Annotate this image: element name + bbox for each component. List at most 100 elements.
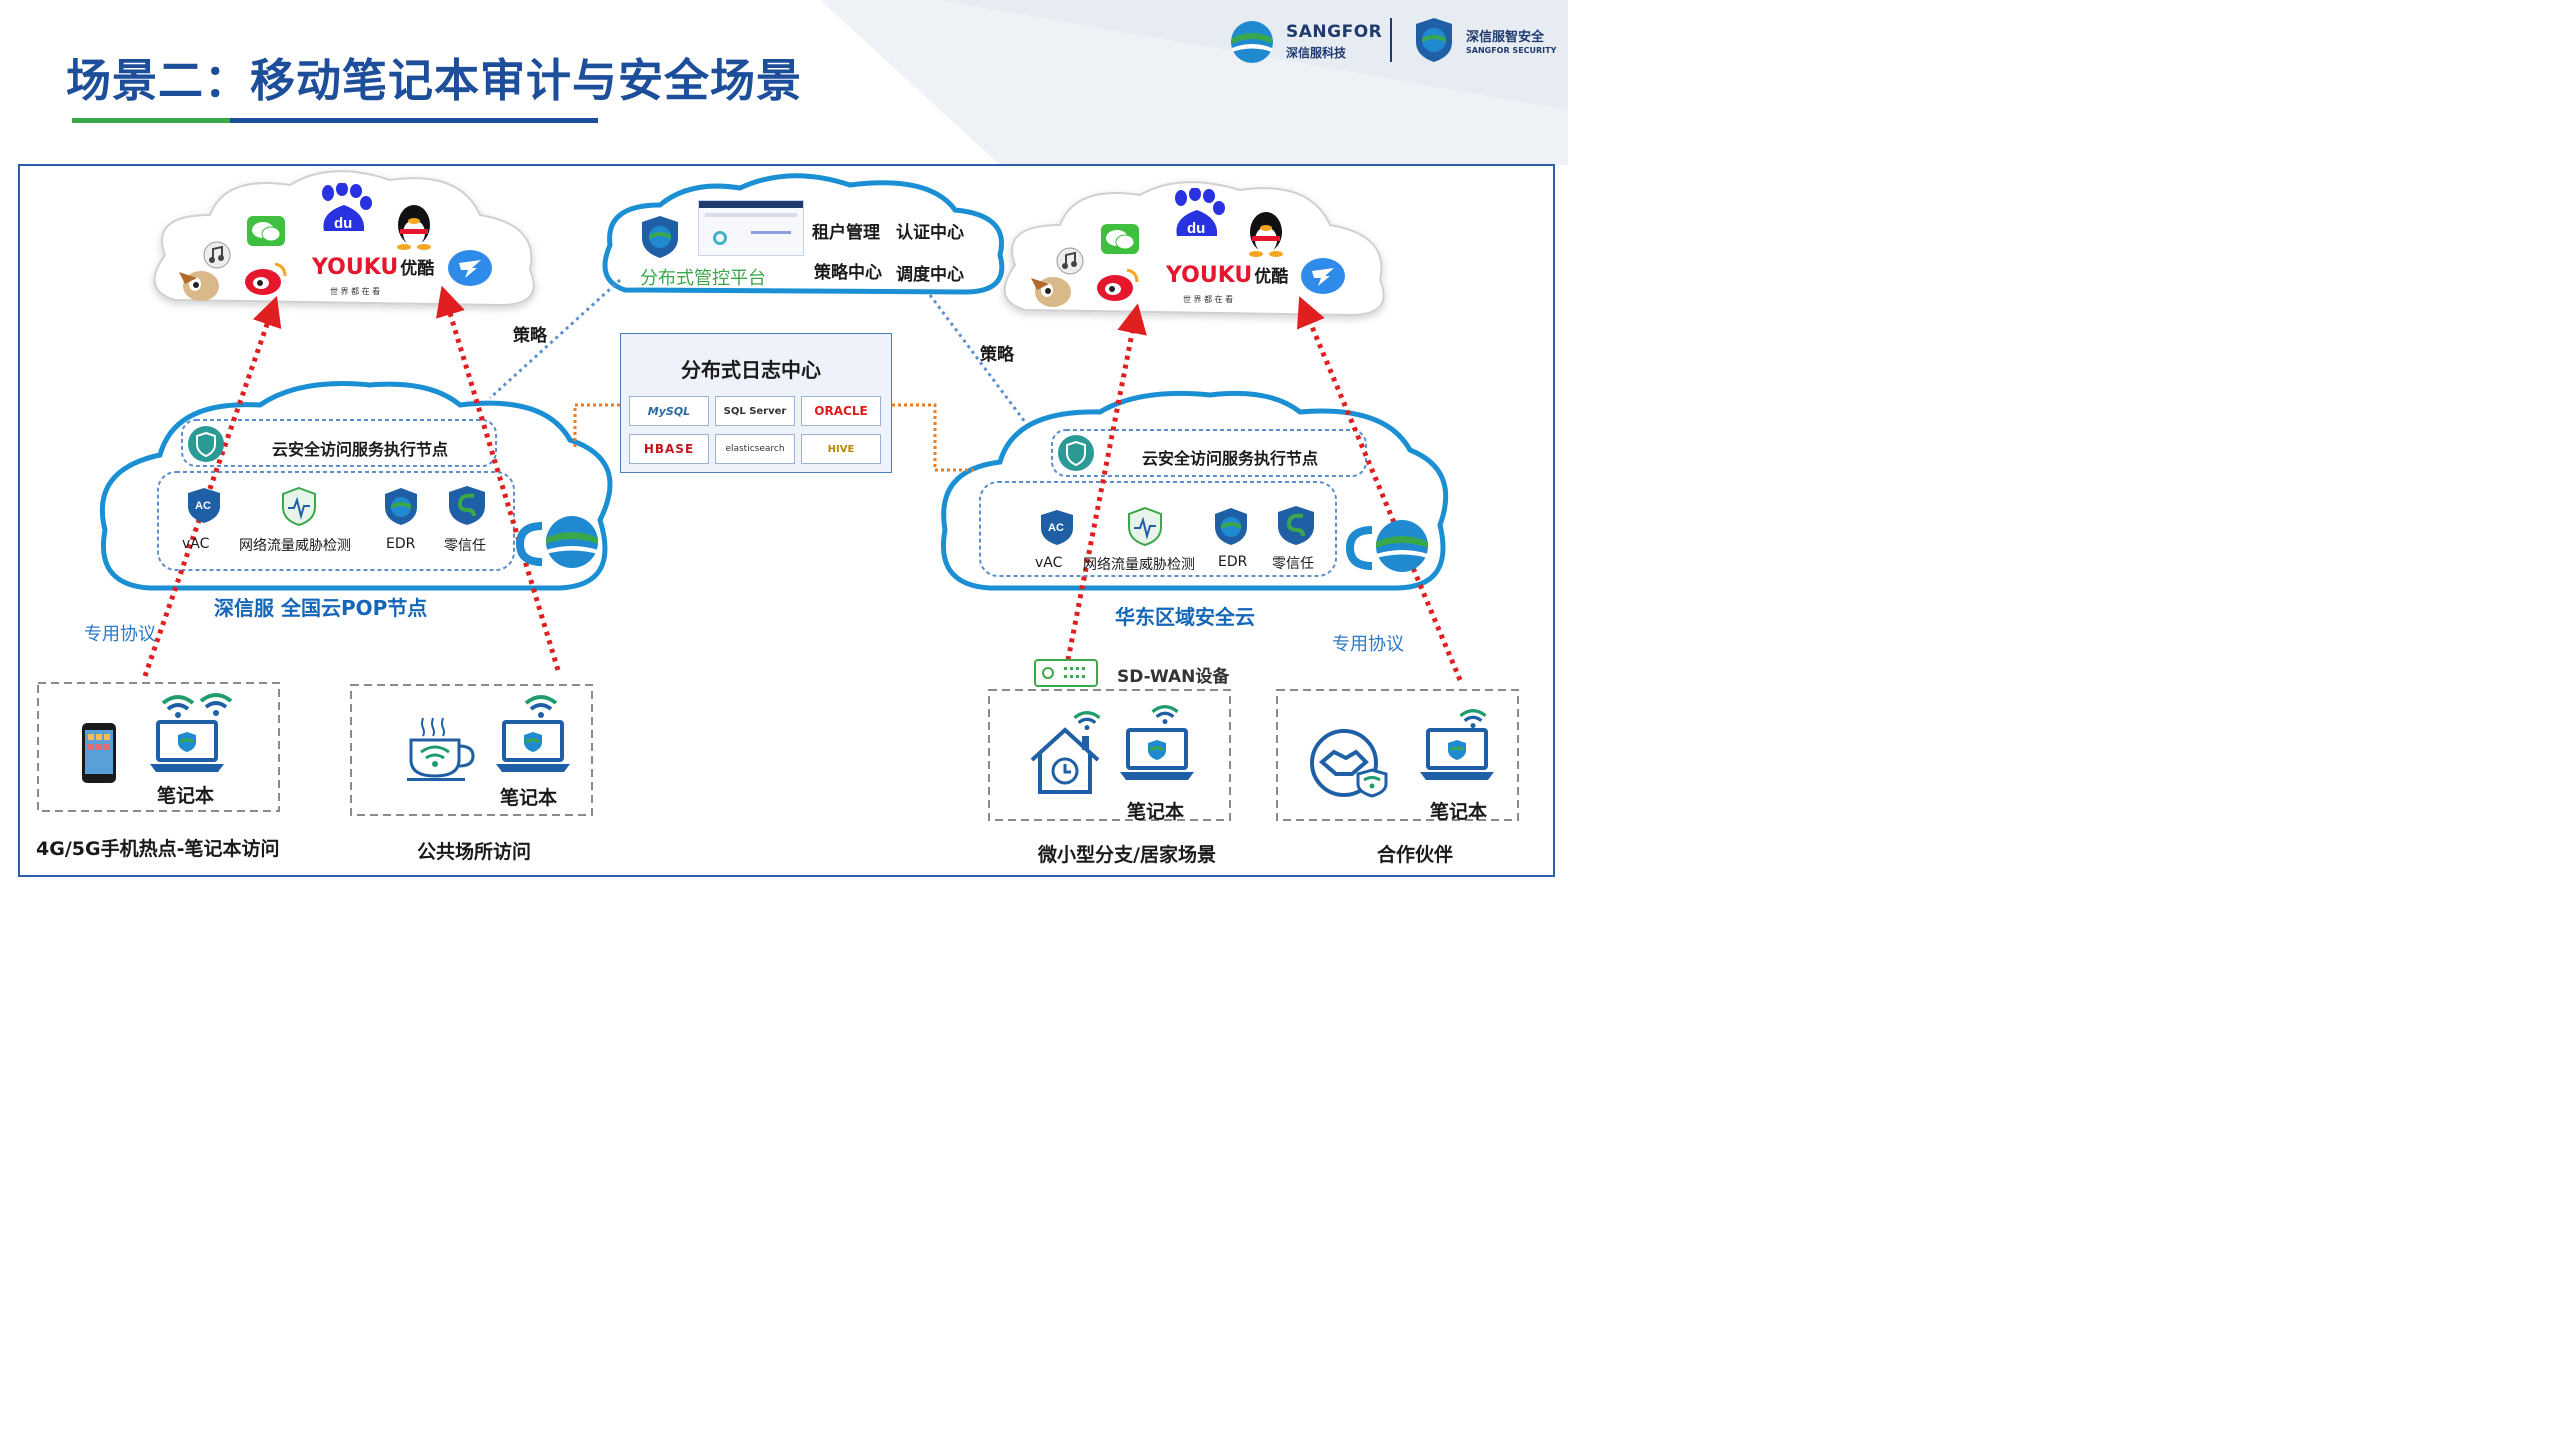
baidu-text: du (334, 215, 352, 232)
left-feature-traffic: 网络流量威胁检测 (239, 538, 351, 554)
vac-icon: AC (1041, 510, 1073, 545)
laptop-icon (496, 720, 570, 772)
dingtalk-icon (448, 250, 492, 286)
log-center-title: 分布式日志中心 (681, 358, 821, 382)
zero-trust-icon (449, 486, 485, 525)
laptop-icon (1120, 728, 1194, 780)
db-elasticsearch: elasticsearch (715, 434, 795, 464)
scene-branch-label: 微小型分支/居家场景 (1038, 844, 1216, 866)
left-feature-vac: vAC (182, 536, 210, 552)
youku-slogan: 世 界 都 在 看 (330, 287, 381, 296)
arrow-hotspot (142, 295, 282, 677)
wechat-icon (247, 216, 285, 246)
wifi-icon (1073, 711, 1101, 731)
youku-cn-text: 优酷 (400, 259, 435, 279)
edr-icon (1215, 508, 1247, 545)
music-icon (203, 241, 231, 269)
logo-divider (1390, 18, 1392, 62)
sangfor-cn-name: 深信服科技 (1286, 46, 1347, 60)
vac-badge-text: AC (195, 500, 211, 512)
right-feature-traffic: 网络流量威胁检测 (1083, 557, 1195, 573)
left-pop-name: 深信服 全国云POP节点 (214, 596, 428, 620)
right-feature-zero-trust: 零信任 (1272, 556, 1314, 572)
mgmt-item-auth: 认证中心 (896, 223, 964, 243)
weibo-icon (245, 262, 287, 295)
wifi-icon (1151, 705, 1179, 725)
smartphone-icon (82, 723, 116, 783)
policy-label-left: 策略 (513, 326, 547, 346)
log-link-right (892, 403, 975, 472)
bird-mascot-icon (179, 271, 219, 301)
wechat-icon (1101, 224, 1139, 254)
sangfor-cloud-logo-icon (515, 516, 598, 568)
platform-screenshot-chart (713, 231, 727, 245)
zero-trust-icon (1278, 506, 1314, 545)
right-pop-name: 华东区域安全云 (1115, 605, 1255, 629)
sangfor-shield-icon (642, 216, 678, 258)
log-link-left (573, 403, 620, 450)
laptop-label: 笔记本 (1127, 801, 1185, 823)
left-exec-node-label: 云安全访问服务执行节点 (272, 440, 449, 459)
home-clock-icon (1030, 727, 1100, 794)
scene-box-hotspot (37, 682, 280, 812)
policy-link-left (488, 278, 622, 400)
arrow-branch (1065, 303, 1147, 661)
sangfor-name: SANGFOR (1286, 22, 1383, 42)
youku-cn-text: 优酷 (1254, 267, 1289, 287)
sangfor-cloud-logo-icon (1345, 520, 1428, 572)
scene-box-public (350, 684, 593, 816)
sangfor-globe-icon (1231, 21, 1273, 63)
baidu-icon: du (322, 183, 372, 232)
baidu-text: du (1187, 220, 1205, 237)
shield-check-icon (188, 426, 224, 462)
handshake-shield-icon (1310, 729, 1388, 798)
platform-screenshot-bar (705, 213, 797, 217)
security-cn-name: 深信服智安全 (1466, 30, 1545, 45)
qq-penguin-icon (397, 205, 431, 250)
weibo-icon (1097, 268, 1139, 301)
wifi-icon (161, 695, 195, 718)
scene-public-label: 公共场所访问 (417, 841, 532, 863)
log-center: 分布式日志中心 MySQL SQL Server ORACLE HBASE el… (620, 333, 892, 473)
scene-box-branch (988, 689, 1231, 821)
mgmt-item-schedule: 调度中心 (896, 265, 964, 285)
db-mysql: MySQL (629, 396, 709, 426)
left-feature-edr: EDR (386, 536, 416, 552)
sangfor-logo: SANGFOR 深信服科技 (1228, 18, 1382, 66)
left-feature-zero-trust: 零信任 (444, 538, 486, 554)
mgmt-platform-name: 分布式管控平台 (640, 268, 766, 289)
coffee-cup-wifi-icon (407, 717, 475, 781)
dingtalk-icon (1301, 258, 1345, 294)
qq-penguin-icon (1249, 212, 1283, 257)
left-exec-node-box (181, 419, 497, 467)
db-oracle: ORACLE (801, 396, 881, 426)
wifi-icon (1459, 709, 1487, 729)
vac-icon: AC (188, 488, 220, 523)
policy-link-right (928, 294, 1027, 423)
db-sqlserver: SQL Server (715, 396, 795, 426)
arrow-public (435, 285, 561, 671)
youku-text: YOUKU (1166, 263, 1253, 288)
traffic-threat-icon (282, 486, 316, 526)
shield-globe-icon (1416, 18, 1452, 62)
wifi-icon (524, 695, 558, 718)
arrow-partner (1296, 296, 1463, 681)
youku-text: YOUKU (312, 255, 399, 280)
db-hive: HIVE (801, 434, 881, 464)
security-en-name: SANGFOR SECURITY (1466, 46, 1557, 55)
mgmt-item-tenant: 租户管理 (812, 223, 880, 243)
right-feature-edr: EDR (1218, 554, 1248, 570)
scene-box-partner (1276, 689, 1519, 821)
sdwan-device-label: SD-WAN设备 (1117, 667, 1230, 687)
scene-hotspot-label: 4G/5G手机热点-笔记本访问 (36, 838, 280, 860)
vac-badge-text: AC (1048, 522, 1064, 534)
traffic-threat-icon (1128, 506, 1162, 546)
sdwan-device-icon (1034, 659, 1098, 687)
edr-icon (385, 488, 417, 525)
youku-slogan: 世 界 都 在 看 (1183, 295, 1234, 304)
dedicated-protocol-left: 专用协议 (84, 624, 156, 645)
dedicated-protocol-right: 专用协议 (1332, 634, 1404, 655)
wifi-icon (199, 693, 233, 716)
